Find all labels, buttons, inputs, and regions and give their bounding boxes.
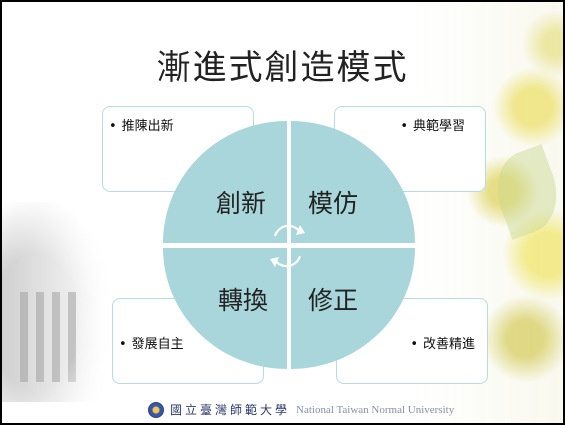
quadrant-label-transform: 轉換 <box>218 286 269 315</box>
bullet-item-bottom-right: 改善精進 <box>410 333 475 352</box>
quadrant-label-create: 創新 <box>216 189 267 218</box>
quadrant-bottom-right <box>291 248 415 369</box>
cycle-arrows-icon <box>270 224 305 268</box>
quadrant-top-left <box>163 121 287 243</box>
building-background-image <box>2 202 112 402</box>
quadrant-label-revise: 修正 <box>308 286 359 315</box>
quadrant-bottom-left <box>163 248 287 369</box>
slide-title: 漸進式創造模式 <box>156 48 409 88</box>
bullet-item-top-right: 典範學習 <box>400 115 465 134</box>
quadrant-top-right <box>291 121 415 243</box>
footer-logo: 國立臺灣師範大學 National Taiwan Normal Universi… <box>148 401 454 418</box>
bullet-item-top-left: 推陳出新 <box>109 115 174 134</box>
bullet-item-bottom-left: 發展自主 <box>119 333 184 352</box>
university-name-zh: 國立臺灣師範大學 <box>170 403 291 417</box>
quadrant-label-imitate: 模仿 <box>308 189 359 218</box>
university-emblem-icon <box>148 401 164 418</box>
university-name-en: National Taiwan Normal University <box>296 403 455 416</box>
